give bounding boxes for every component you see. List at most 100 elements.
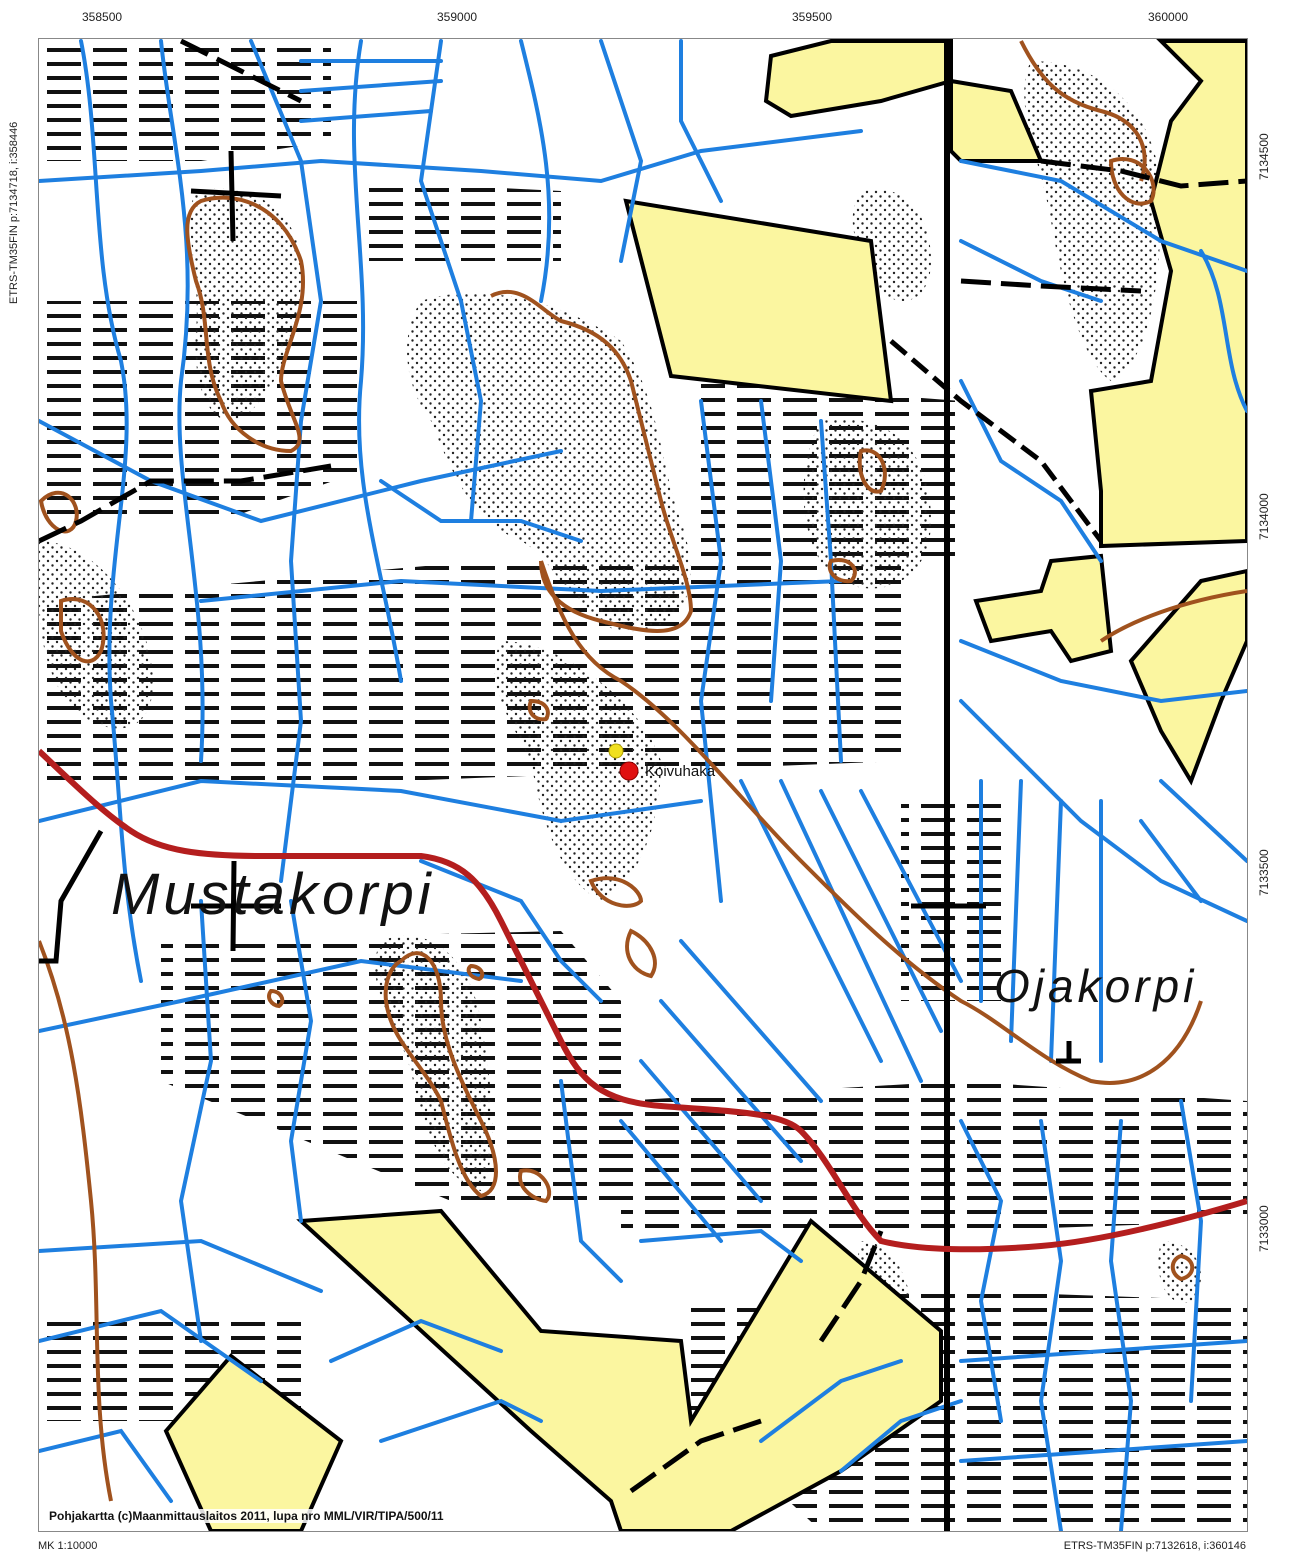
ditch	[959, 379, 1103, 563]
ditch	[959, 639, 1247, 704]
marsh-area	[39, 41, 331, 161]
contour-line	[383, 951, 498, 1199]
ditch	[39, 419, 563, 524]
rock-area	[190, 188, 301, 422]
ditch	[739, 779, 963, 1083]
contour-line	[1170, 1253, 1195, 1282]
boundary-line	[39, 829, 104, 964]
place-label-koivuhaka: Koivuhaka	[645, 763, 716, 780]
contour-line	[588, 876, 644, 908]
field-area	[296, 1208, 943, 1531]
road-line	[39, 748, 1247, 1253]
marsh-area	[621, 1081, 1247, 1231]
contour-line	[466, 963, 485, 982]
contour-line	[625, 928, 657, 979]
boundary-line	[889, 339, 1103, 543]
y-coord-label-2: 7134000	[1257, 493, 1271, 540]
rock-area	[374, 935, 493, 1191]
contour-line	[185, 195, 305, 454]
ditch	[759, 399, 784, 703]
field-area	[1088, 39, 1247, 549]
place-label-ojakorpi: Ojakorpi	[994, 960, 1198, 1012]
field-area	[973, 553, 1114, 664]
copyright-notice: Pohjakartta (c)Maanmittauslaitos 2011, l…	[47, 1509, 446, 1523]
site-marker-yellow	[608, 743, 624, 759]
ditch	[559, 1079, 623, 1283]
field-area	[949, 78, 1045, 163]
marsh-area	[901, 801, 1001, 1001]
ditch	[39, 1308, 263, 1383]
contour-line	[267, 988, 285, 1009]
contour-line	[857, 448, 887, 494]
ditch	[979, 779, 1103, 1063]
ditch	[39, 129, 863, 184]
map-drawing	[39, 39, 1247, 1531]
marsh-area	[39, 561, 901, 781]
map-canvas[interactable]: Mustakorpi Ojakorpi Koivuhaka Pohjakartt…	[38, 38, 1248, 1532]
boundary-line	[190, 150, 282, 242]
ditch	[1139, 779, 1247, 903]
contour-line	[1019, 40, 1147, 182]
contour-line	[490, 289, 694, 633]
field-area	[1128, 568, 1247, 786]
contour-line	[827, 558, 857, 584]
contour-line	[518, 1168, 552, 1204]
ditch	[178, 899, 214, 1343]
ditch	[698, 399, 724, 903]
contour-line	[539, 560, 1203, 1085]
ditch	[351, 39, 403, 683]
x-coord-label-3: 359500	[792, 10, 833, 24]
ditches	[39, 39, 1247, 1531]
ditch	[599, 39, 644, 263]
rock-area	[494, 641, 661, 901]
ditch	[39, 958, 523, 1033]
field-areas	[163, 39, 1247, 1531]
boundary-line	[818, 1230, 884, 1343]
ditch	[639, 1228, 803, 1263]
contour-line	[1099, 589, 1247, 643]
x-coord-label-2: 359000	[437, 10, 478, 24]
ditch	[959, 239, 1103, 303]
contour-line	[59, 597, 106, 664]
ditch	[379, 479, 583, 543]
x-coord-label-4: 360000	[1148, 10, 1189, 24]
boundary-line	[191, 860, 281, 952]
rock-areas	[39, 61, 1201, 1363]
boundary-line	[1040, 158, 1247, 189]
ditch	[1108, 1119, 1134, 1531]
ditch	[39, 1238, 323, 1293]
ditch	[519, 39, 552, 303]
site-markers	[608, 743, 639, 781]
scale-label: MK 1:10000	[38, 1540, 98, 1552]
x-coord-label-1: 358500	[82, 10, 123, 24]
corner-coord-bottom-right: ETRS-TM35FIN p:7132618, i:360146	[1063, 1540, 1246, 1552]
road	[39, 748, 1247, 1253]
ditch	[299, 59, 443, 123]
boundary-line	[39, 463, 332, 544]
y-coord-label-4: 7133000	[1257, 1205, 1271, 1252]
y-coord-label-1: 7134500	[1257, 133, 1271, 180]
ditch	[418, 39, 484, 523]
rock-area	[1024, 61, 1161, 381]
ditch	[39, 778, 703, 824]
contour-line	[39, 940, 113, 1502]
y-coord-label-3: 7133500	[1257, 849, 1271, 896]
ditch	[199, 578, 843, 603]
boundary-line	[629, 1418, 762, 1494]
ditch	[759, 1359, 903, 1443]
marsh-area	[361, 181, 561, 261]
place-label-mustakorpi: Mustakorpi	[111, 862, 435, 927]
ditch	[1199, 249, 1247, 413]
ditch	[1038, 1119, 1064, 1531]
ditch	[288, 899, 314, 1223]
field-area	[763, 39, 953, 119]
ditch	[959, 1439, 1247, 1463]
rock-area	[803, 419, 931, 589]
boundary-line	[1056, 1041, 1081, 1064]
ditch	[679, 39, 723, 203]
rock-area	[1158, 1241, 1201, 1303]
ditch	[1179, 1099, 1204, 1403]
ditch	[959, 699, 1247, 923]
contour-line	[527, 698, 550, 722]
contour-line	[1108, 157, 1156, 206]
